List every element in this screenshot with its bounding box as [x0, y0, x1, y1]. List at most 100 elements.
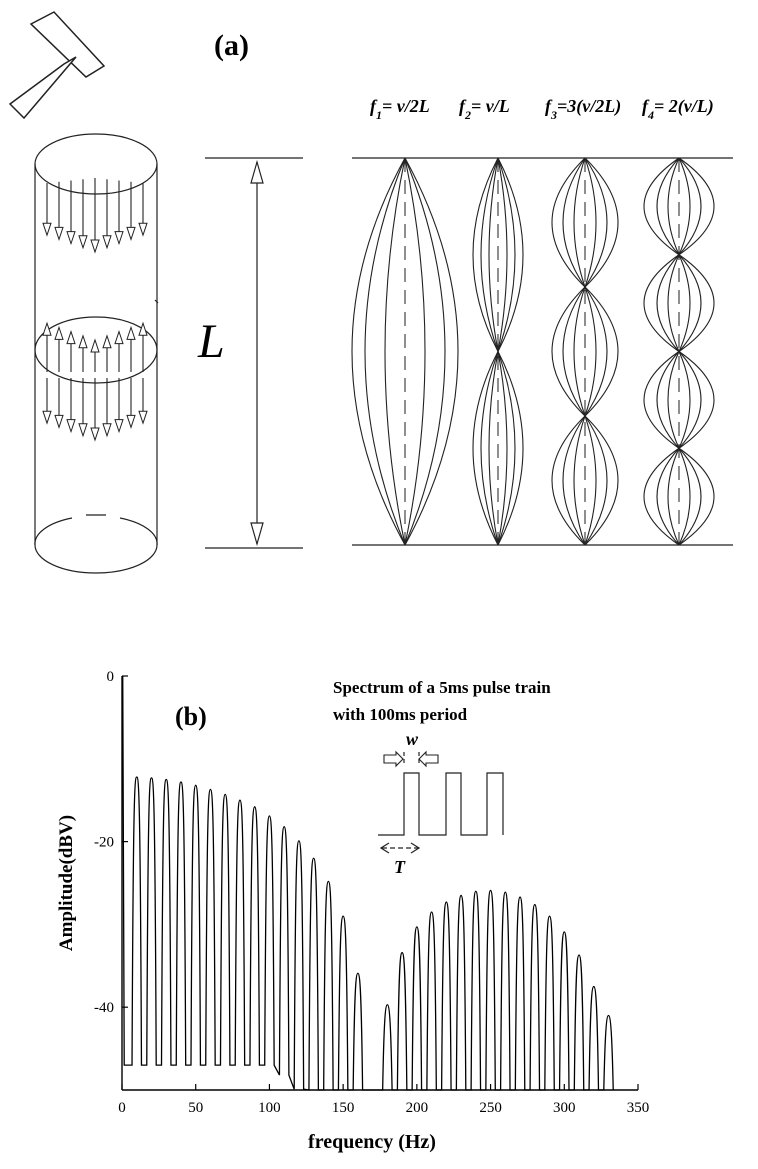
mode-3-loop-2-0-r [584, 415, 619, 546]
y-axis-label: Amplitude(dBV) [56, 815, 77, 951]
rod-arrowhead-up-1 [54, 325, 64, 340]
rod-arrowhead-mid-6 [114, 419, 124, 434]
rod-arrowhead-mid-3 [78, 423, 88, 438]
chart-title-line1: Spectrum of a 5ms pulse train [333, 678, 551, 697]
rod-arrowhead-up-8 [138, 321, 148, 336]
x-tick-label-300: 300 [553, 1100, 576, 1116]
rod-arrowhead-mid-1 [54, 414, 64, 429]
mode-1-loop-0-0-l [351, 157, 406, 546]
mode-1-loop-0-0-r [404, 157, 459, 546]
rod-arrowhead-top-5 [102, 235, 112, 250]
mode-3-loop-2-0-l [551, 415, 586, 546]
rod-arrowhead-top-4 [90, 239, 100, 254]
y-tick-label-0: 0 [107, 669, 115, 685]
x-tick-label-250: 250 [479, 1100, 502, 1116]
mode-3-loop-0-0-l [551, 157, 586, 288]
rod-arrowhead-mid-5 [102, 423, 112, 438]
pulse-period-label: T [394, 857, 406, 877]
width-arrow-left [383, 750, 404, 768]
mode-3-loop-2-2-r [584, 415, 597, 546]
mode-3-loop-0-1-l [562, 157, 586, 288]
rod-arrowhead-up-0 [42, 321, 52, 336]
mode-3-loop-2-1-r [584, 415, 608, 546]
mode-2-loop-1-2-l [488, 351, 499, 546]
length-label: L [197, 315, 225, 368]
rod-arrowhead-up-4 [90, 338, 100, 353]
chart-title-line2: with 100ms period [333, 705, 468, 724]
rod-cylinder [34, 133, 159, 574]
x-tick-label-150: 150 [332, 1100, 355, 1116]
mode-2-loop-1-1-r [497, 351, 516, 546]
mode-2-loop-1-0-l [472, 351, 499, 546]
rod-arrowhead-top-6 [114, 231, 124, 246]
y-tick-label--20: -20 [94, 835, 114, 851]
panel-a-label: (a) [214, 29, 249, 62]
rod-arrowhead-up-3 [78, 334, 88, 349]
mode-3-loop-2-2-l [573, 415, 586, 546]
mode-4-loop-1-2-l [667, 254, 680, 352]
mode-4-loop-1-2-r [678, 254, 691, 352]
mode-3-loop-2-1-l [562, 415, 586, 546]
mode-4-loop-3-0-l [643, 447, 680, 546]
mode-2-loop-0-1-l [480, 157, 499, 352]
mode-1-loop-0-2-r [404, 157, 426, 546]
rod-arrowhead-up-2 [66, 330, 76, 345]
mode-shapes [351, 157, 715, 546]
x-axis-label: frequency (Hz) [308, 1131, 436, 1153]
mode-4-loop-2-1-l [656, 351, 680, 449]
rod-arrowhead-top-8 [138, 222, 148, 237]
mode-1-loop-0-1-l [364, 157, 406, 546]
spectrum-line [122, 675, 614, 1091]
x-tick-label-350: 350 [627, 1100, 650, 1116]
rod-arrowhead-up-7 [126, 325, 136, 340]
mode-4-loop-2-0-l [643, 351, 680, 449]
mode-label-4: f4= 2(v/L) [642, 96, 714, 122]
mode-4-loop-0-2-r [678, 157, 691, 255]
mode-4-loop-0-0-l [643, 157, 680, 256]
mode-2-loop-1-1-l [480, 351, 499, 546]
mode-3-loop-1-2-l [573, 286, 586, 417]
rod-arrowhead-mid-4 [90, 427, 100, 442]
mode-3-loop-0-1-r [584, 157, 608, 288]
rod-arrowhead-top-2 [66, 231, 76, 246]
mode-label-3: f3=3(v/2L) [545, 96, 621, 122]
mode-3-loop-0-2-r [584, 157, 597, 288]
mode-4-loop-2-2-r [678, 351, 691, 449]
mode-4-loop-0-2-l [667, 157, 680, 255]
mode-1-loop-0-1-r [404, 157, 446, 546]
x-tick-label-0: 0 [118, 1100, 126, 1116]
mode-labels: f1= v/2L f2= v/L f3=3(v/2L) f4= 2(v/L) [370, 96, 714, 122]
x-tick-label-100: 100 [258, 1100, 281, 1116]
y-tick-label--40: -40 [94, 1000, 114, 1016]
mode-label-1: f1= v/2L [370, 96, 430, 122]
panel-b-label: (b) [175, 702, 207, 731]
mode-4-loop-2-2-l [667, 351, 680, 449]
rod-arrowhead-mid-8 [138, 410, 148, 425]
mode-4-loop-2-0-r [678, 351, 715, 449]
mode-4-loop-0-1-l [656, 157, 680, 256]
mode-4-loop-3-1-r [678, 447, 702, 546]
hammer-icon [8, 11, 106, 120]
pulse-train-inset [378, 750, 504, 854]
width-arrow-right [418, 750, 439, 768]
mode-2-loop-0-0-r [497, 157, 524, 352]
mode-4-loop-0-0-r [678, 157, 715, 256]
rod-arrowhead-top-3 [78, 235, 88, 250]
mode-4-loop-1-0-l [643, 254, 680, 352]
mode-3-loop-1-0-r [584, 286, 619, 417]
rod-arrowhead-mid-7 [126, 414, 136, 429]
mode-2-loop-0-2-r [497, 157, 508, 352]
pulse-width-label: w [406, 729, 419, 749]
mode-label-2: f2= v/L [459, 96, 510, 122]
rod-arrowhead-top-7 [126, 226, 136, 241]
mode-4-loop-3-2-r [678, 448, 691, 546]
mode-4-loop-1-0-r [678, 254, 715, 352]
mode-3-loop-0-2-l [573, 157, 586, 288]
rod-arrowhead-mid-2 [66, 419, 76, 434]
rod-arrowhead-mid-0 [42, 410, 52, 425]
mode-3-loop-1-1-r [584, 286, 608, 417]
mode-3-loop-0-0-r [584, 157, 619, 288]
mode-4-loop-1-1-l [656, 254, 680, 352]
